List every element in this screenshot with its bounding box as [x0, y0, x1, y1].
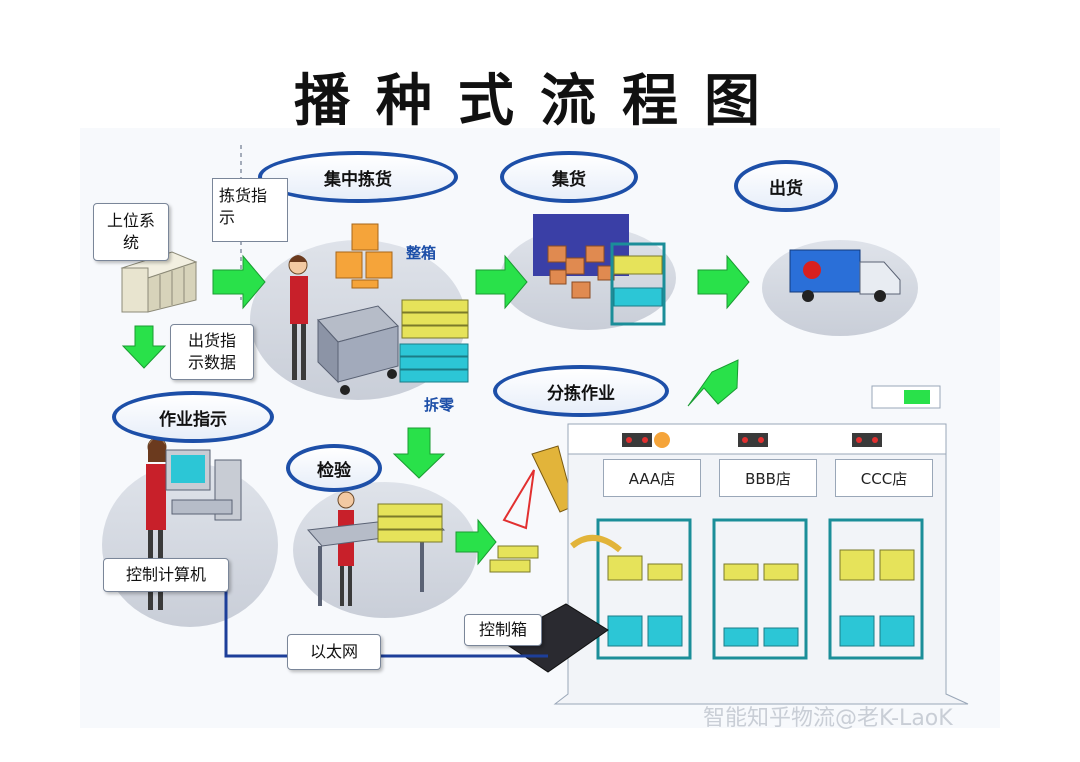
- node-shipping-data: 出货指示数据: [170, 324, 254, 380]
- arrow-down-icon: [121, 325, 167, 369]
- node-control-computer: 控制计算机: [103, 558, 229, 592]
- node-inspection: 检验: [286, 444, 382, 492]
- store-label: CCC店: [835, 459, 933, 497]
- split-case-totes: [399, 299, 469, 383]
- arrow-right-icon: [212, 254, 266, 310]
- store-label: BBB店: [719, 459, 817, 497]
- flow-arrows: [121, 254, 750, 566]
- node-central-picking: 集中拣货: [258, 151, 458, 203]
- operator-workstation: [146, 437, 242, 610]
- node-sorting: 分拣作业: [493, 365, 669, 417]
- node-work-instruction: 作业指示: [112, 391, 274, 443]
- node-collection: 集货: [500, 151, 638, 203]
- label-split-case: 拆零: [424, 396, 455, 414]
- server-icon: [120, 251, 198, 313]
- indicator-device-icon: [871, 385, 941, 409]
- picking-worker: [288, 255, 308, 380]
- node-ethernet: 以太网: [287, 634, 381, 670]
- ethernet-cable: [224, 560, 548, 658]
- picking-cart: [317, 305, 399, 395]
- node-shipping: 出货: [734, 160, 838, 212]
- node-control-box: 控制箱: [464, 614, 542, 646]
- arrow-right-icon: [455, 518, 497, 566]
- inspection-worker: [306, 491, 539, 606]
- arrow-down-icon: [392, 427, 446, 479]
- arrow-right-icon: [697, 254, 750, 310]
- node-picking-instruction: 拣货指示: [212, 178, 288, 242]
- barcode-scanner-icon: [502, 445, 575, 530]
- sorting-carts: [596, 518, 924, 660]
- curved-arrow-icon: [570, 535, 622, 553]
- sorting-totes: [607, 549, 915, 647]
- watermark: 智能知乎物流@老K-LaoK: [703, 706, 953, 731]
- label-full-case: 整箱: [406, 244, 437, 262]
- collection-cart: [610, 242, 666, 326]
- full-case-boxes: [335, 223, 393, 289]
- node-host-system: 上位系统: [93, 203, 169, 261]
- arrow-right-icon: [475, 254, 528, 310]
- arrow-up-icon: [687, 359, 739, 407]
- page-title: 播种式流程图: [294, 68, 786, 134]
- store-label: AAA店: [603, 459, 701, 497]
- truck-icon: [789, 249, 901, 302]
